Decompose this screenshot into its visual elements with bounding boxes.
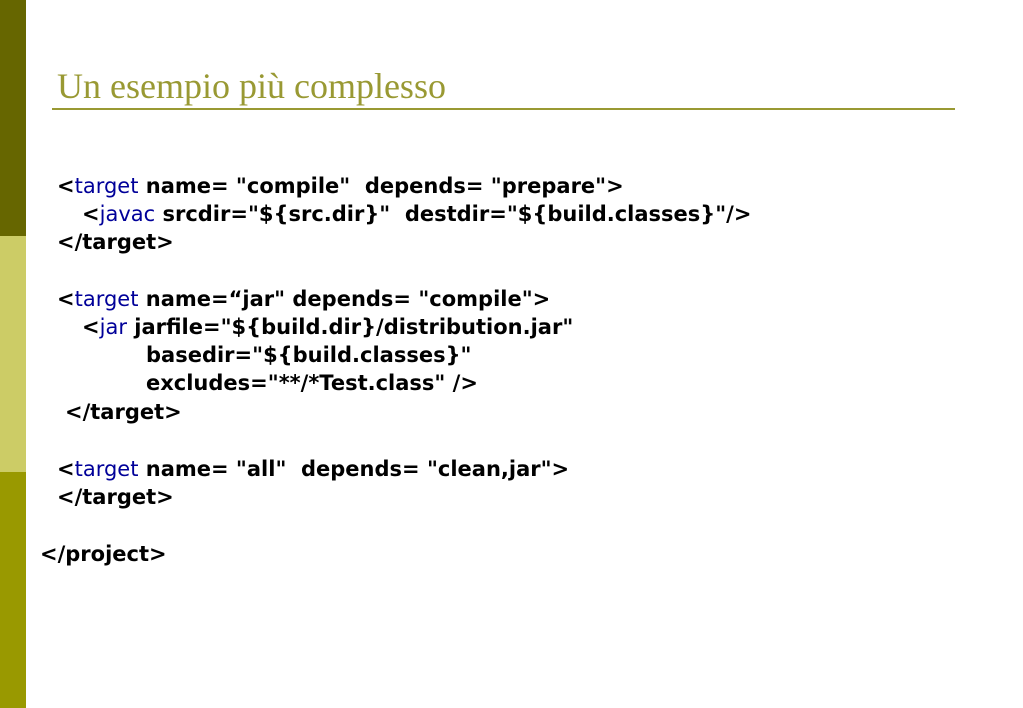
code-text: jarfile="${build.dir}/distribution.jar" (126, 315, 574, 339)
code-line: basedir="${build.classes}" (146, 343, 472, 367)
code-bracket: < (82, 315, 100, 339)
code-line: <javac srcdir="${src.dir}" destdir="${bu… (82, 200, 751, 228)
code-line: <target name= "compile" depends= "prepar… (57, 172, 624, 200)
sidebar-segment-top (0, 0, 26, 236)
code-text: name=“jar" depends= "compile"> (138, 287, 551, 311)
code-line: </target> (65, 400, 182, 424)
code-bracket: < (57, 457, 75, 481)
code-keyword: javac (99, 202, 156, 226)
slide-title: Un esempio più complesso (57, 66, 446, 106)
code-keyword: target (74, 457, 139, 481)
code-bracket: < (82, 202, 100, 226)
code-bracket: < (57, 174, 75, 198)
code-keyword: target (74, 174, 139, 198)
code-line: </target> (57, 485, 174, 509)
code-text: name= "all" depends= "clean,jar"> (138, 457, 570, 481)
code-text: srcdir="${src.dir}" destdir="${build.cla… (155, 202, 752, 226)
sidebar-segment-bottom (0, 472, 26, 708)
sidebar-segment-middle (0, 236, 26, 472)
code-line: excludes="**/*Test.class" /> (146, 371, 478, 395)
code-text: name= "compile" depends= "prepare"> (138, 174, 624, 198)
code-line: <jar jarfile="${build.dir}/distribution.… (82, 313, 573, 341)
code-bracket: < (57, 287, 75, 311)
title-underline (52, 108, 955, 110)
code-line: </target> (57, 230, 174, 254)
code-keyword: target (74, 287, 139, 311)
code-line: <target name= "all" depends= "clean,jar"… (57, 455, 569, 483)
code-keyword: jar (99, 315, 127, 339)
sidebar-stripe (0, 0, 26, 708)
code-line: <target name=“jar" depends= "compile"> (57, 285, 550, 313)
code-line: </project> (40, 542, 167, 566)
